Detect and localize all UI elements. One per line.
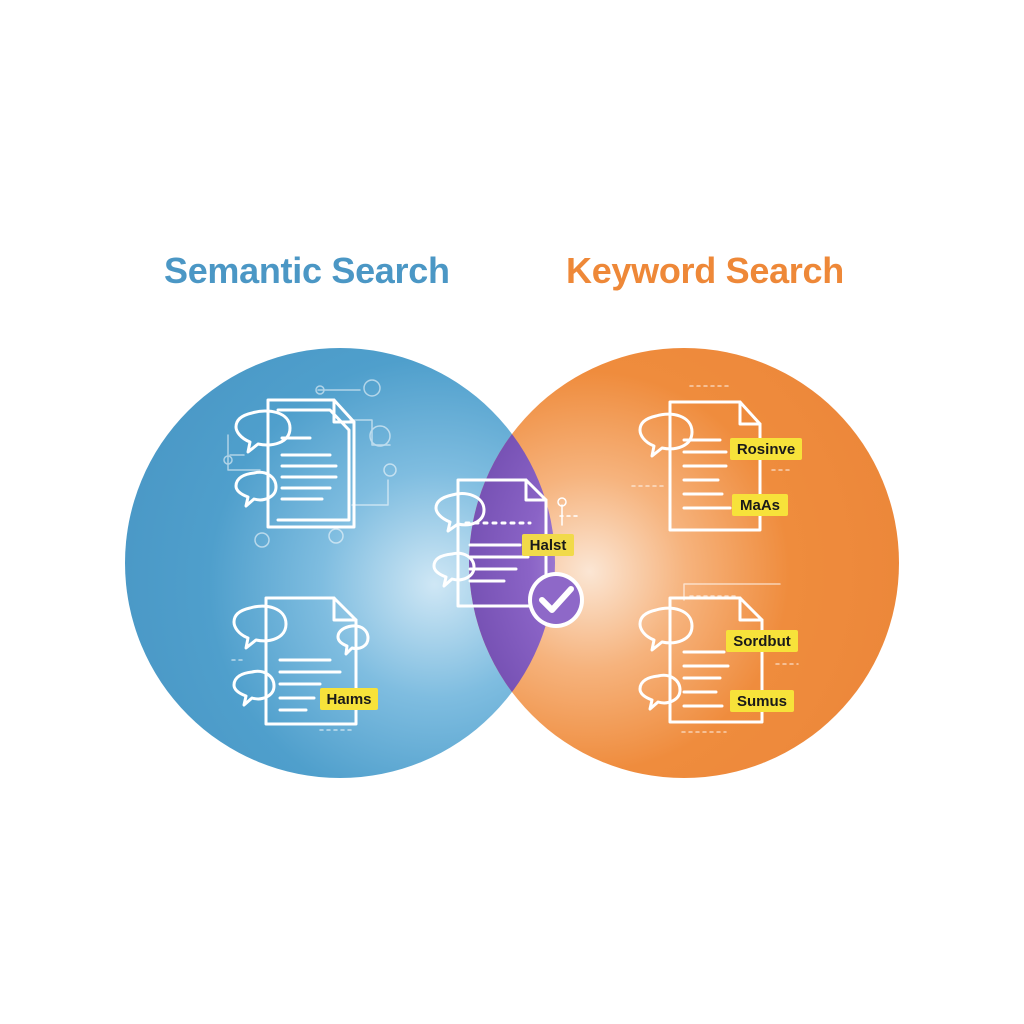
semantic-search-heading: Semantic Search	[164, 250, 450, 291]
svg-text:MaAs: MaAs	[740, 497, 780, 514]
keyword-document-2	[638, 583, 799, 733]
speech-bubble-icon	[234, 470, 278, 508]
highlight-tag: Haıms	[320, 688, 378, 710]
check-badge-icon	[528, 572, 584, 628]
network-lines	[223, 379, 397, 548]
speech-bubble-icon	[432, 551, 476, 588]
speech-bubble-icon	[232, 604, 288, 650]
keyword-document-1	[631, 385, 793, 532]
speech-bubble-icon	[232, 669, 276, 707]
speech-bubble-icon	[336, 624, 370, 656]
speech-bubble-icon	[434, 492, 486, 533]
document-icon	[668, 400, 762, 532]
semantic-document-2	[231, 596, 370, 731]
svg-text:Sumus: Sumus	[737, 693, 787, 710]
speech-bubble-icon	[638, 673, 682, 711]
overlap-highlight-tag: Halst	[522, 534, 574, 556]
speech-bubble-icon	[234, 409, 292, 454]
speech-bubble-icon	[638, 606, 694, 652]
highlight-tag: MaAs	[732, 494, 788, 516]
document-icon	[264, 596, 358, 726]
svg-text:Haıms: Haıms	[326, 691, 371, 708]
document-icon	[266, 398, 356, 529]
highlight-tag: Sordbut	[726, 630, 798, 652]
highlight-tag: Rosinve	[730, 438, 802, 460]
speech-bubble-icon	[638, 412, 694, 458]
svg-text:Sordbut: Sordbut	[733, 633, 791, 650]
semantic-document-1	[223, 379, 397, 548]
svg-text:Rosinve: Rosinve	[737, 441, 795, 458]
highlight-tag: Sumus	[730, 690, 794, 712]
keyword-search-heading: Keyword Search	[566, 250, 844, 291]
svg-text:Halst: Halst	[530, 537, 567, 554]
